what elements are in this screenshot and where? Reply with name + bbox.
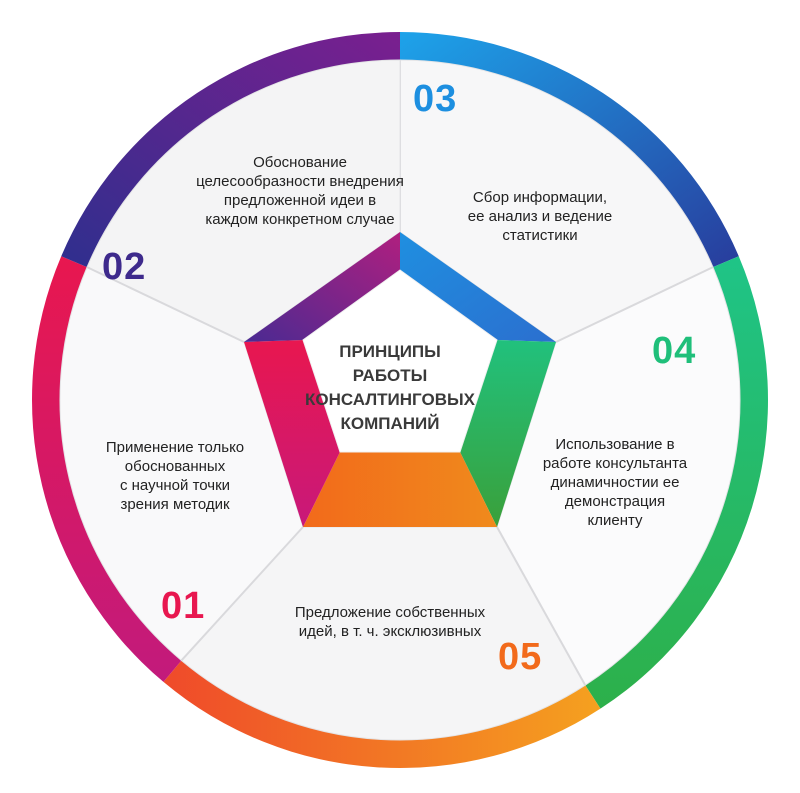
ring-arc-03	[400, 32, 739, 268]
center-title: ПРИНЦИПЫ РАБОТЫ КОНСАЛТИНГОВЫХ КОМПАНИЙ	[290, 340, 490, 436]
segment-divider	[180, 526, 304, 662]
segment-divider	[496, 526, 587, 686]
segment-text-line: работе консультанта	[542, 455, 688, 472]
ring-arc-04	[585, 256, 768, 709]
segment-text-line: целесообразности внедрения	[196, 173, 404, 190]
pentagon-band-02	[244, 232, 400, 342]
segment-02-number: 02	[102, 246, 147, 288]
segment-wedge	[399, 59, 714, 343]
segment-divider	[86, 266, 245, 343]
segment-text-line: Использование в	[555, 436, 675, 453]
segment-text-line: клиенту	[587, 512, 643, 529]
segment-wedge	[180, 526, 586, 741]
segment-03-text: Сбор информации, ее анализ и ведение ста…	[440, 188, 640, 245]
segment-wedges	[59, 59, 741, 741]
center-title-line: ПРИНЦИПЫ	[339, 342, 441, 361]
segment-text-line: с научной точки	[119, 477, 231, 494]
segment-text-line: статистики	[502, 227, 578, 244]
segment-text-line: динамичностии ее	[550, 474, 680, 491]
segment-text-line: Предложение собственных	[294, 604, 486, 621]
ring-arc-05	[163, 660, 601, 768]
segment-05-text: Предложение собственных идей, в т. ч. эк…	[270, 603, 510, 641]
segment-01-number: 01	[161, 585, 206, 627]
segment-05-number: 05	[498, 636, 543, 678]
segment-text-line: обоснованных	[124, 458, 226, 475]
inner-pentagon	[244, 232, 556, 527]
center-title-line: КОМПАНИЙ	[340, 414, 440, 433]
segment-divider	[555, 266, 714, 343]
ring-arc-01	[32, 256, 182, 682]
segment-wedge	[496, 266, 741, 686]
segment-text-line: идей, в т. ч. эксклюзивных	[298, 623, 482, 640]
segment-04-number: 04	[652, 330, 697, 372]
segment-04-text: Использование в работе консультанта дина…	[525, 435, 705, 530]
segment-text-line: Обоснование	[253, 154, 347, 171]
segment-wedge	[86, 59, 401, 343]
segment-text-line: зрения методик	[120, 496, 230, 513]
segment-text-line: демонстрация	[564, 493, 666, 510]
segment-01-text: Применение только обоснованных с научной…	[80, 438, 270, 514]
outer-ring	[32, 32, 768, 768]
center-title-line: РАБОТЫ	[352, 366, 428, 385]
segment-text-line: ее анализ и ведение	[467, 208, 613, 225]
segment-02-text: Обоснование целесообразности внедрения п…	[190, 153, 410, 229]
segment-text-line: предложенной идеи в	[223, 192, 377, 209]
segment-text-line: Сбор информации,	[472, 189, 608, 206]
pentagon-band-05	[303, 452, 497, 527]
segment-wedge	[59, 266, 304, 662]
center-pentagon	[302, 269, 498, 453]
center-title-line: КОНСАЛТИНГОВЫХ	[305, 390, 475, 409]
segment-text-line: каждом конкретном случае	[205, 211, 395, 228]
segment-03-number: 03	[413, 78, 458, 120]
pentagon-band-03	[400, 232, 556, 342]
pentagon-band-01	[244, 340, 340, 527]
segment-text-line: Применение только	[105, 439, 245, 456]
pentagon-band-04	[460, 340, 556, 527]
ring-arc-02	[61, 32, 401, 268]
